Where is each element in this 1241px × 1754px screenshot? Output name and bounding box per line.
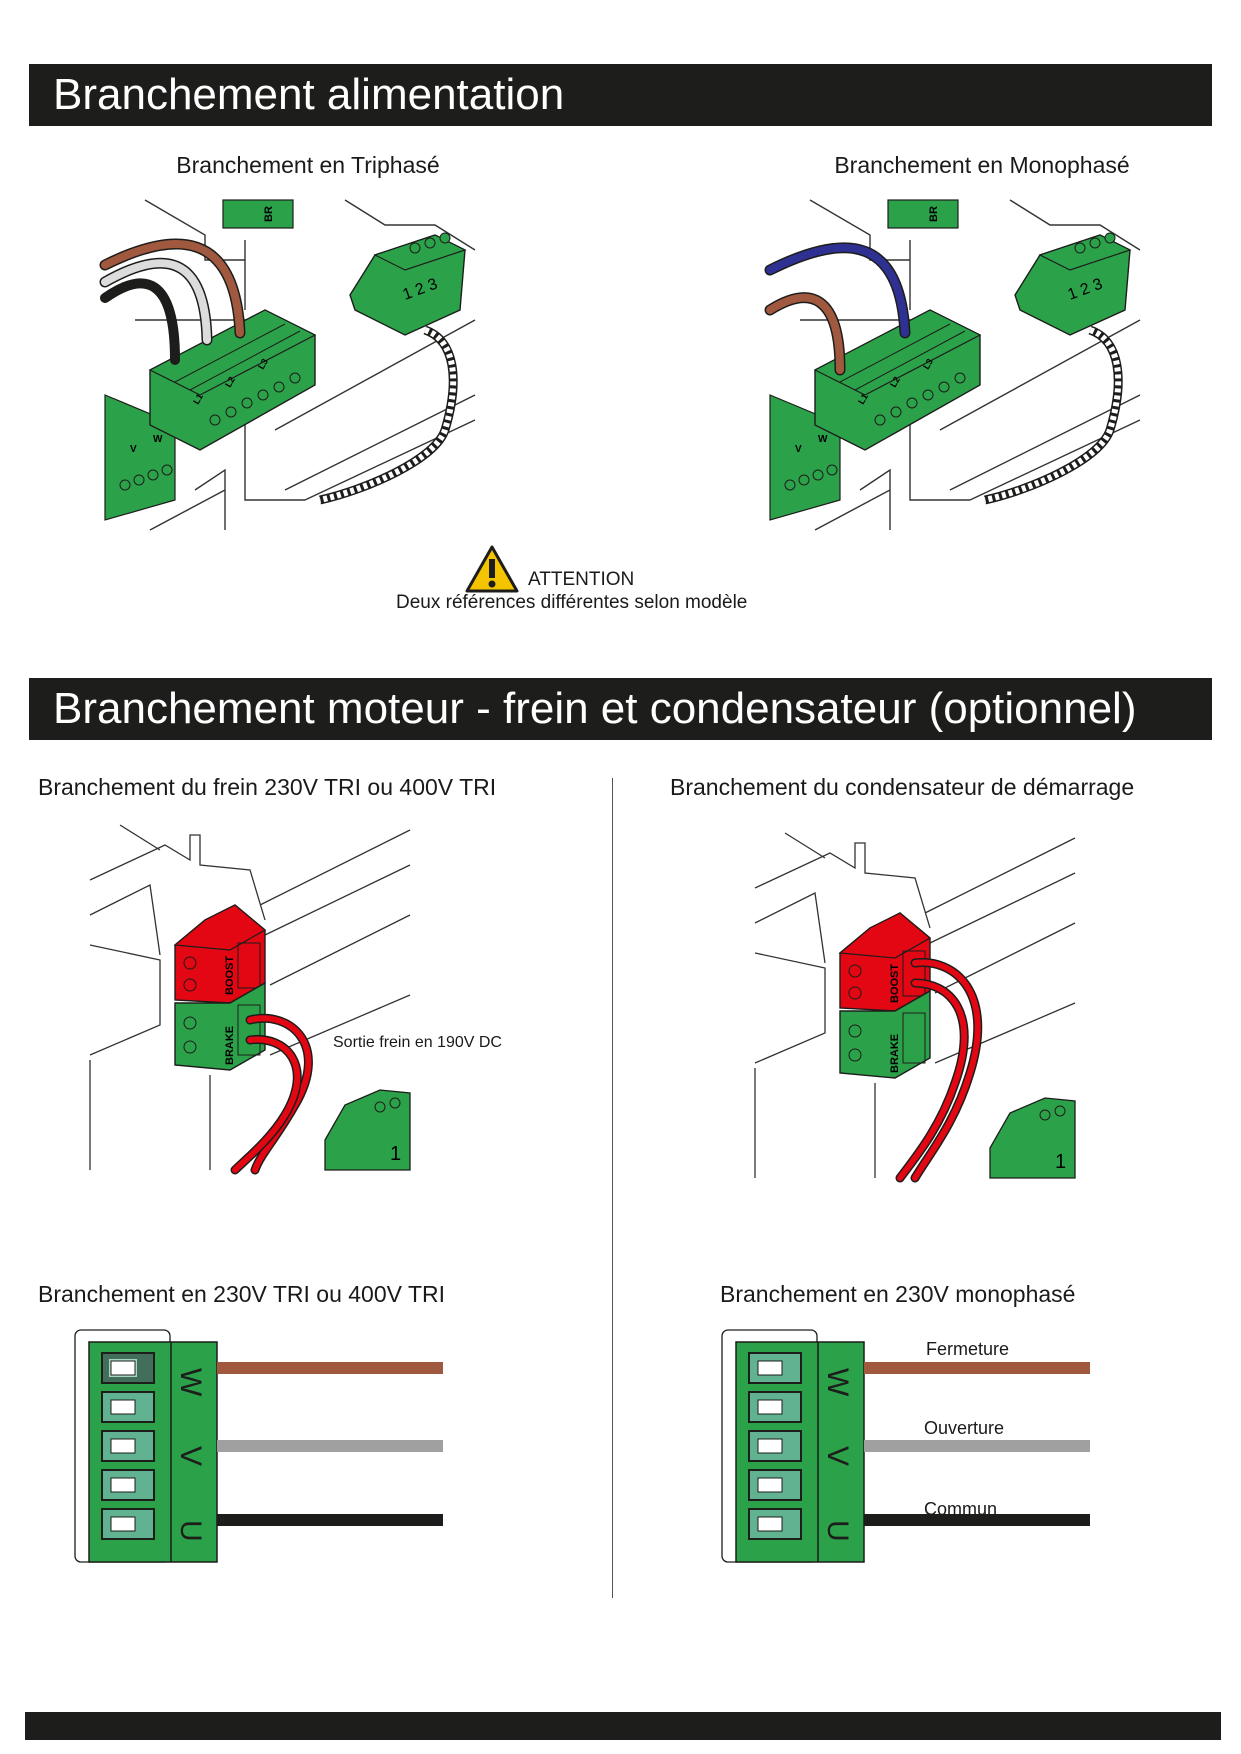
wire-w-brown bbox=[217, 1362, 443, 1374]
boost-label: BOOST bbox=[889, 964, 901, 1003]
warning-title: ATTENTION bbox=[528, 569, 635, 590]
mono-terminal-diagram: W V U bbox=[721, 1329, 1090, 1563]
capacitor-wires bbox=[895, 958, 983, 1183]
caption-brake: Branchement du frein 230V TRI ou 400V TR… bbox=[38, 774, 497, 800]
boost-block: BOOST bbox=[838, 912, 932, 1012]
wire-u-black bbox=[864, 1514, 1090, 1526]
wire-label-fermeture: Fermeture bbox=[926, 1339, 1010, 1359]
tri-terminal-diagram: W V U bbox=[74, 1329, 443, 1563]
terminal-label-l3: L3 bbox=[256, 357, 270, 371]
terminal-letter-u: U bbox=[821, 1520, 854, 1542]
corner-number: 1 bbox=[390, 1143, 401, 1165]
terminal-label-l1: L1 bbox=[191, 392, 205, 406]
plug-connector: 1 2 3 bbox=[984, 232, 1132, 505]
terminal-slots bbox=[101, 1352, 155, 1540]
corner-terminal-block: 1 bbox=[324, 1089, 411, 1171]
section-title-power: Branchement alimentation bbox=[29, 64, 1212, 126]
corner-number: 1 bbox=[1055, 1151, 1066, 1173]
brake-wires bbox=[230, 1013, 313, 1175]
capacitor-illustration: BOOST BRAKE 1 bbox=[754, 832, 1076, 1183]
block-top-label: BR bbox=[263, 206, 275, 222]
wire-v-grey bbox=[217, 1440, 443, 1452]
terminal-letter-v: V bbox=[174, 1446, 207, 1466]
terminal-letter-u: U bbox=[174, 1520, 207, 1542]
section-title-motor: Branchement moteur - frein et condensate… bbox=[29, 678, 1212, 740]
terminal-label-l1: L1 bbox=[856, 392, 870, 406]
warning-text: Deux références différentes selon modèle bbox=[396, 592, 748, 613]
top-terminal-block: BR bbox=[222, 199, 294, 229]
terminal-letter-w: W bbox=[174, 1368, 207, 1397]
top-terminal-block: BR bbox=[887, 199, 959, 229]
warning-triangle-icon bbox=[465, 545, 519, 593]
terminal-label-l3: L3 bbox=[921, 357, 935, 371]
wire-v-grey bbox=[864, 1440, 1090, 1452]
power-wires-three-phase bbox=[99, 238, 246, 365]
caption-tri: Branchement en 230V TRI ou 400V TRI bbox=[38, 1281, 446, 1307]
main-terminal-block: L1 L2 L3 bbox=[148, 309, 317, 451]
footer-band bbox=[25, 1712, 1221, 1740]
wire-w-brown bbox=[864, 1362, 1090, 1374]
three-phase-illustration: BR V W L1 L2 L3 bbox=[99, 199, 476, 531]
brake-block: BRAKE bbox=[174, 981, 266, 1071]
brake-label: BRAKE bbox=[889, 1034, 901, 1073]
caption-mono: Branchement en 230V monophasé bbox=[720, 1281, 1076, 1307]
caption-single-phase: Branchement en Monophasé bbox=[834, 152, 1130, 178]
caption-three-phase: Branchement en Triphasé bbox=[176, 152, 440, 178]
terminal-label-l2: L2 bbox=[223, 375, 237, 389]
terminal-slots bbox=[748, 1352, 802, 1540]
main-terminal-block: L1 L2 L3 bbox=[813, 309, 982, 451]
corner-terminal-block: 1 bbox=[989, 1097, 1076, 1179]
side-label-w: W bbox=[153, 434, 163, 445]
boost-block: BOOST bbox=[173, 904, 267, 1004]
brake-label: BRAKE bbox=[224, 1026, 236, 1065]
plug-connector: 1 2 3 bbox=[319, 232, 467, 505]
power-wires-single-phase bbox=[764, 242, 911, 376]
brake-note: Sortie frein en 190V DC bbox=[333, 1034, 502, 1051]
terminal-letter-w: W bbox=[821, 1368, 854, 1397]
side-label-v: V bbox=[795, 444, 802, 455]
side-label-w: W bbox=[818, 434, 828, 445]
wire-label-ouverture: Ouverture bbox=[924, 1418, 1005, 1438]
boost-label: BOOST bbox=[224, 956, 236, 995]
column-divider bbox=[612, 778, 613, 1598]
single-phase-illustration: BR V W L1 L2 L3 1 2 3 bbox=[764, 199, 1141, 531]
wire-label-commun: Commun bbox=[924, 1499, 998, 1519]
side-label-v: V bbox=[130, 444, 137, 455]
brake-illustration: BOOST BRAKE 1 bbox=[89, 824, 411, 1175]
brake-block: BRAKE bbox=[839, 989, 931, 1079]
block-top-label: BR bbox=[928, 206, 940, 222]
caption-capacitor: Branchement du condensateur de démarrage bbox=[670, 774, 1135, 800]
terminal-label-l2: L2 bbox=[888, 375, 902, 389]
wire-u-black bbox=[217, 1514, 443, 1526]
terminal-letter-v: V bbox=[821, 1446, 854, 1466]
